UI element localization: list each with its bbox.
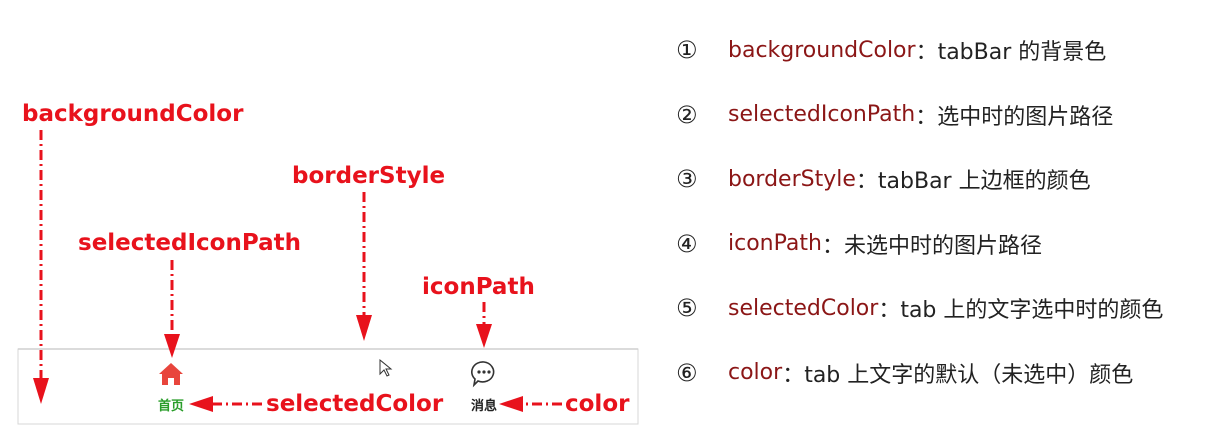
legend-number: ④ [676, 229, 698, 258]
callout-color: color [565, 391, 630, 417]
legend-separator: ： [915, 104, 938, 130]
tab-message-label[interactable]: 消息 [471, 398, 497, 414]
legend-row: ③ borderStyle ： tabBar 上边框的颜色 [676, 147, 1216, 212]
legend-row: ① backgroundColor ： tabBar 的背景色 [676, 18, 1216, 83]
callout-border-style: borderStyle [292, 163, 445, 189]
legend-row: ⑥ color ： tab 上文字的默认（未选中）颜色 [676, 341, 1216, 406]
arrowhead-border-style [356, 315, 372, 341]
legend-description: 未选中时的图片路径 [843, 233, 1042, 259]
mouse-cursor-icon [379, 358, 393, 377]
legend-property: selectedIconPath [728, 102, 916, 128]
legend-description: tab 上的文字选中时的颜色 [900, 298, 1164, 324]
legend-property: backgroundColor [728, 37, 916, 63]
legend-row: ⑤ selectedColor ： tab 上的文字选中时的颜色 [676, 276, 1216, 341]
legend-number: ⑥ [676, 358, 698, 387]
legend-property: selectedColor [728, 295, 879, 321]
legend-number: ① [676, 36, 698, 65]
legend-separator: ： [821, 233, 844, 259]
legend-number: ⑤ [676, 294, 698, 323]
chat-bubble-icon [471, 361, 495, 388]
callout-icon-path: iconPath [422, 274, 535, 300]
legend-description: tab 上文字的默认（未选中）颜色 [804, 362, 1134, 388]
arrowhead-background-color [33, 378, 49, 404]
callout-background-color: backgroundColor [22, 101, 244, 127]
tabbar-mock [17, 348, 639, 425]
legend-property: borderStyle [728, 166, 856, 192]
property-legend: ① backgroundColor ： tabBar 的背景色 ② select… [676, 18, 1216, 405]
arrowhead-color [499, 396, 523, 412]
tabbar-diagram: 首页 消息 backgroundColor borderStyle select… [17, 101, 639, 425]
legend-separator: ： [878, 298, 901, 324]
legend-description: 选中时的图片路径 [937, 104, 1114, 130]
legend-row: ② selectedIconPath ： 选中时的图片路径 [676, 83, 1216, 148]
tab-home-label[interactable]: 首页 [158, 398, 184, 414]
arrowhead-selected-icon-path [164, 334, 180, 358]
arrowhead-selected-color [189, 396, 213, 412]
legend-property: iconPath [728, 231, 822, 257]
legend-number: ③ [676, 165, 698, 194]
callout-selected-icon-path: selectedIconPath [78, 230, 301, 256]
callout-selected-color: selectedColor [266, 391, 444, 417]
arrowhead-icon-path [476, 324, 492, 348]
legend-number: ② [676, 100, 698, 129]
legend-description: tabBar 的背景色 [937, 40, 1107, 66]
legend-property: color [728, 360, 783, 386]
legend-separator: ： [782, 362, 805, 388]
legend-description: tabBar 上边框的颜色 [877, 169, 1091, 195]
legend-separator: ： [855, 169, 878, 195]
legend-separator: ： [915, 40, 938, 66]
home-icon [159, 363, 183, 385]
legend-row: ④ iconPath ： 未选中时的图片路径 [676, 212, 1216, 277]
